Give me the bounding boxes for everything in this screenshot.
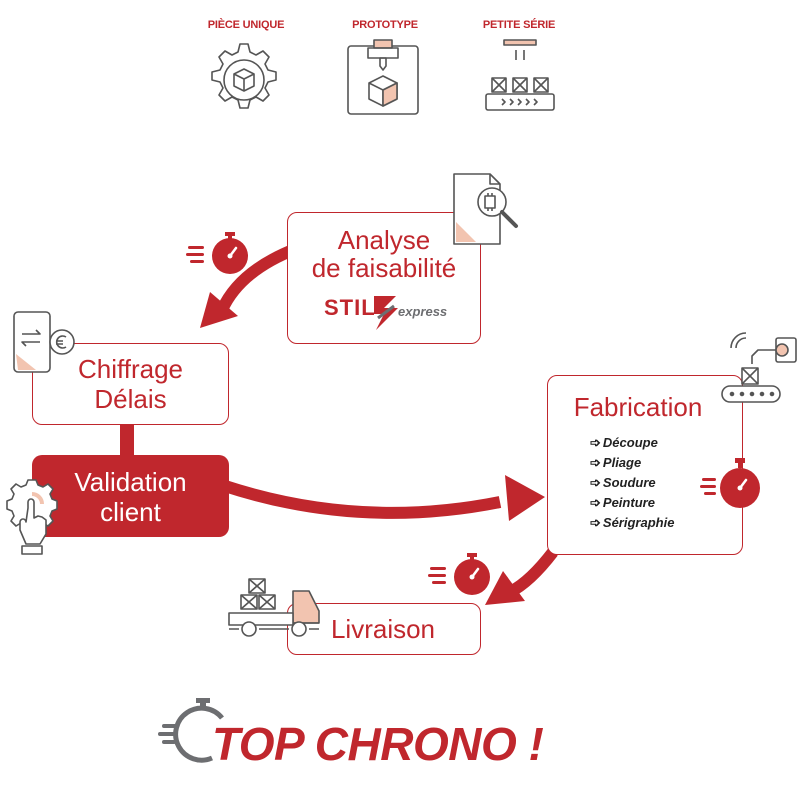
analyse-title-line1: Analyse bbox=[337, 225, 431, 255]
gear-cube-icon bbox=[211, 43, 277, 109]
slogan-text: TOP CHRONO ! bbox=[212, 718, 544, 770]
validation-box: Validation client bbox=[32, 455, 229, 537]
step-arrow-icon: ➩ bbox=[590, 455, 601, 470]
arrow-analyse-to-chiffrage-head bbox=[200, 292, 238, 328]
fabrication-step: ➩Découpe bbox=[590, 435, 658, 450]
conveyor-boxes-icon bbox=[485, 39, 555, 111]
chiffrage-box: Chiffrage Délais bbox=[32, 343, 229, 425]
stil-express-logo: STIL express bbox=[324, 292, 454, 332]
validation-title-line2: client bbox=[100, 497, 161, 527]
3d-printer-icon bbox=[347, 39, 419, 115]
fabrication-steps-list: ➩Découpe ➩Pliage ➩Soudure ➩Peinture ➩Sér… bbox=[590, 433, 674, 533]
category-label-piece-unique: PIÈCE UNIQUE bbox=[207, 19, 285, 31]
fabrication-box: Fabrication ➩Découpe ➩Pliage ➩Soudure ➩P… bbox=[547, 375, 743, 555]
arrow-validation-to-fabrication-head bbox=[505, 475, 545, 521]
fabrication-step: ➩Sérigraphie bbox=[590, 515, 675, 530]
step-arrow-icon: ➩ bbox=[590, 475, 601, 490]
arrow-fabrication-to-livraison-head bbox=[485, 571, 525, 605]
fabrication-step: ➩Peinture bbox=[590, 495, 655, 510]
arrow-fabrication-to-livraison bbox=[507, 548, 558, 598]
stopwatch-icon-1 bbox=[186, 232, 248, 274]
stil-logo-text: STIL bbox=[324, 295, 376, 320]
step-arrow-icon: ➩ bbox=[590, 495, 601, 510]
stopwatch-icon-3 bbox=[428, 553, 490, 595]
chiffrage-title-line2: Délais bbox=[94, 384, 167, 414]
validation-title-line1: Validation bbox=[74, 467, 187, 497]
arrow-analyse-to-chiffrage bbox=[216, 242, 301, 313]
hand-touch-icon bbox=[6, 479, 58, 555]
chiffrage-title-line1: Chiffrage bbox=[77, 354, 184, 384]
chrono-logo-icon bbox=[158, 698, 224, 763]
fabrication-step: ➩Soudure bbox=[590, 475, 656, 490]
phone-euro-icon bbox=[13, 311, 75, 373]
truck-icon bbox=[228, 578, 320, 637]
fabrication-title: Fabrication bbox=[573, 392, 703, 422]
livraison-title: Livraison bbox=[330, 614, 436, 644]
category-label-prototype: PROTOTYPE bbox=[352, 19, 418, 31]
category-label-petite-serie: PETITE SÉRIE bbox=[482, 19, 556, 31]
stopwatch-icon-2 bbox=[700, 458, 760, 508]
connector-chiffrage-validation bbox=[120, 425, 134, 457]
document-search-icon bbox=[453, 173, 518, 245]
express-logo-text: express bbox=[398, 304, 448, 319]
stil-logo-mark bbox=[374, 296, 398, 330]
step-arrow-icon: ➩ bbox=[590, 435, 601, 450]
arrow-validation-to-fabrication bbox=[223, 480, 502, 519]
robot-conveyor-icon bbox=[721, 332, 797, 403]
fabrication-step: ➩Pliage bbox=[590, 455, 642, 470]
analyse-title-line2: de faisabilité bbox=[311, 253, 457, 283]
step-arrow-icon: ➩ bbox=[590, 515, 601, 530]
